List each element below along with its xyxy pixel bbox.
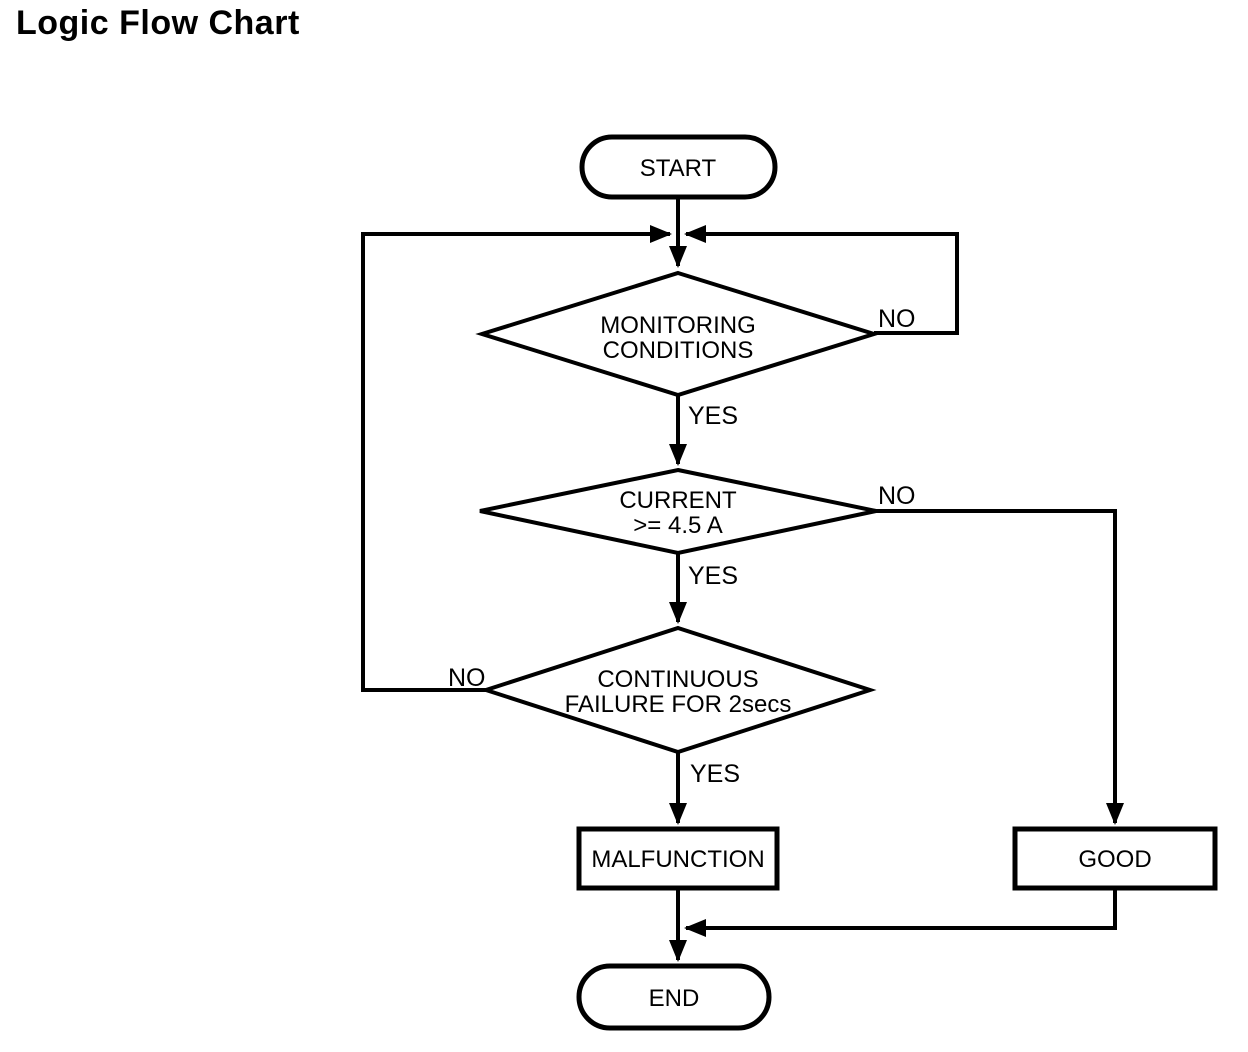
malfunction-process-shape: [576, 826, 780, 891]
good-process-shape: [1012, 826, 1218, 891]
monitoring-label-line2: CONDITIONS: [603, 337, 754, 364]
end-label: END: [649, 985, 700, 1012]
node-current-threshold: CURRENT >= 4.5 A: [479, 467, 877, 556]
node-continuous-failure: CONTINUOUS FAILURE FOR 2secs: [479, 625, 877, 755]
current-no-label: NO: [878, 482, 916, 510]
end-terminator-shape: [576, 963, 772, 1031]
edge-monitoring-no-loop: [684, 225, 959, 335]
node-start: START: [579, 134, 778, 200]
monitoring-label-line1: MONITORING: [600, 312, 756, 339]
node-good: GOOD: [1012, 826, 1218, 891]
monitoring-no-label: NO: [878, 305, 916, 333]
current-decision-shape: [479, 467, 877, 556]
continuous-yes-label: YES: [690, 760, 740, 788]
current-yes-label: YES: [688, 562, 738, 590]
malfunction-label: MALFUNCTION: [591, 846, 764, 873]
monitoring-decision-shape: [475, 270, 881, 398]
edge-good-to-merge: [684, 888, 1117, 937]
edge-continuous-no-loop: [361, 225, 672, 692]
edge-current-no: [876, 509, 1124, 825]
good-label: GOOD: [1078, 846, 1151, 873]
continuous-decision-shape: [479, 625, 877, 755]
current-label-line1: CURRENT: [619, 487, 737, 514]
continuous-label-line1: CONTINUOUS: [597, 666, 758, 693]
node-end: END: [576, 963, 772, 1031]
node-monitoring-conditions: MONITORING CONDITIONS: [475, 270, 881, 398]
continuous-no-label: NO: [448, 664, 486, 692]
continuous-label-line2: FAILURE FOR 2secs: [565, 691, 792, 718]
monitoring-yes-label: YES: [688, 402, 738, 430]
start-terminator-shape: [579, 134, 778, 200]
start-label: START: [640, 155, 717, 182]
node-malfunction: MALFUNCTION: [576, 826, 780, 891]
page-title: Logic Flow Chart: [16, 4, 300, 42]
current-label-line2: >= 4.5 A: [633, 512, 722, 539]
